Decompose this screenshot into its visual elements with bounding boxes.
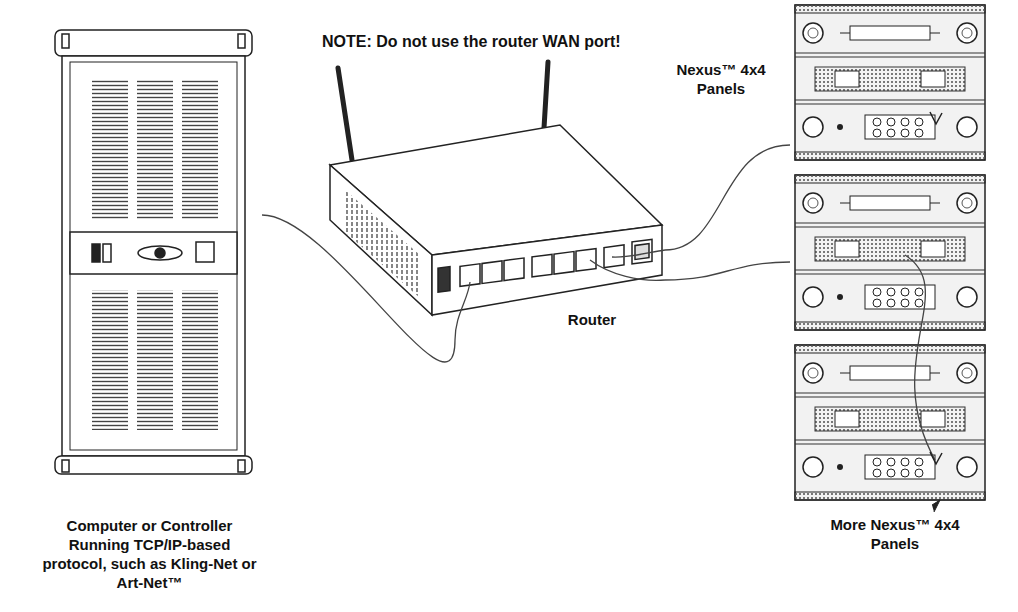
- computer-node: Computer or Controller Running TCP/IP-ba…: [37, 28, 262, 608]
- network-cable: [665, 262, 790, 280]
- node-label: Router: [557, 310, 627, 329]
- network-cable: [665, 145, 790, 250]
- computer-tower: [55, 30, 252, 474]
- network-cable: [262, 215, 455, 362]
- node-label: Nexus™ 4x4 Panels: [662, 60, 780, 98]
- router-illustration: [330, 62, 665, 340]
- node-label: More Nexus™ 4x4 Panels: [830, 515, 960, 553]
- panel-node: Nexus™ 4x4 Panels: [790, 2, 990, 164]
- note-text: NOTE: Do not use the router WAN port!: [322, 32, 621, 52]
- node-label: Computer or Controller Running TCP/IP-ba…: [37, 516, 262, 592]
- panel-illustration: [795, 5, 985, 512]
- panel-group-node: More Nexus™ 4x4 Panels: [790, 170, 990, 590]
- router-node: Router: [325, 60, 665, 340]
